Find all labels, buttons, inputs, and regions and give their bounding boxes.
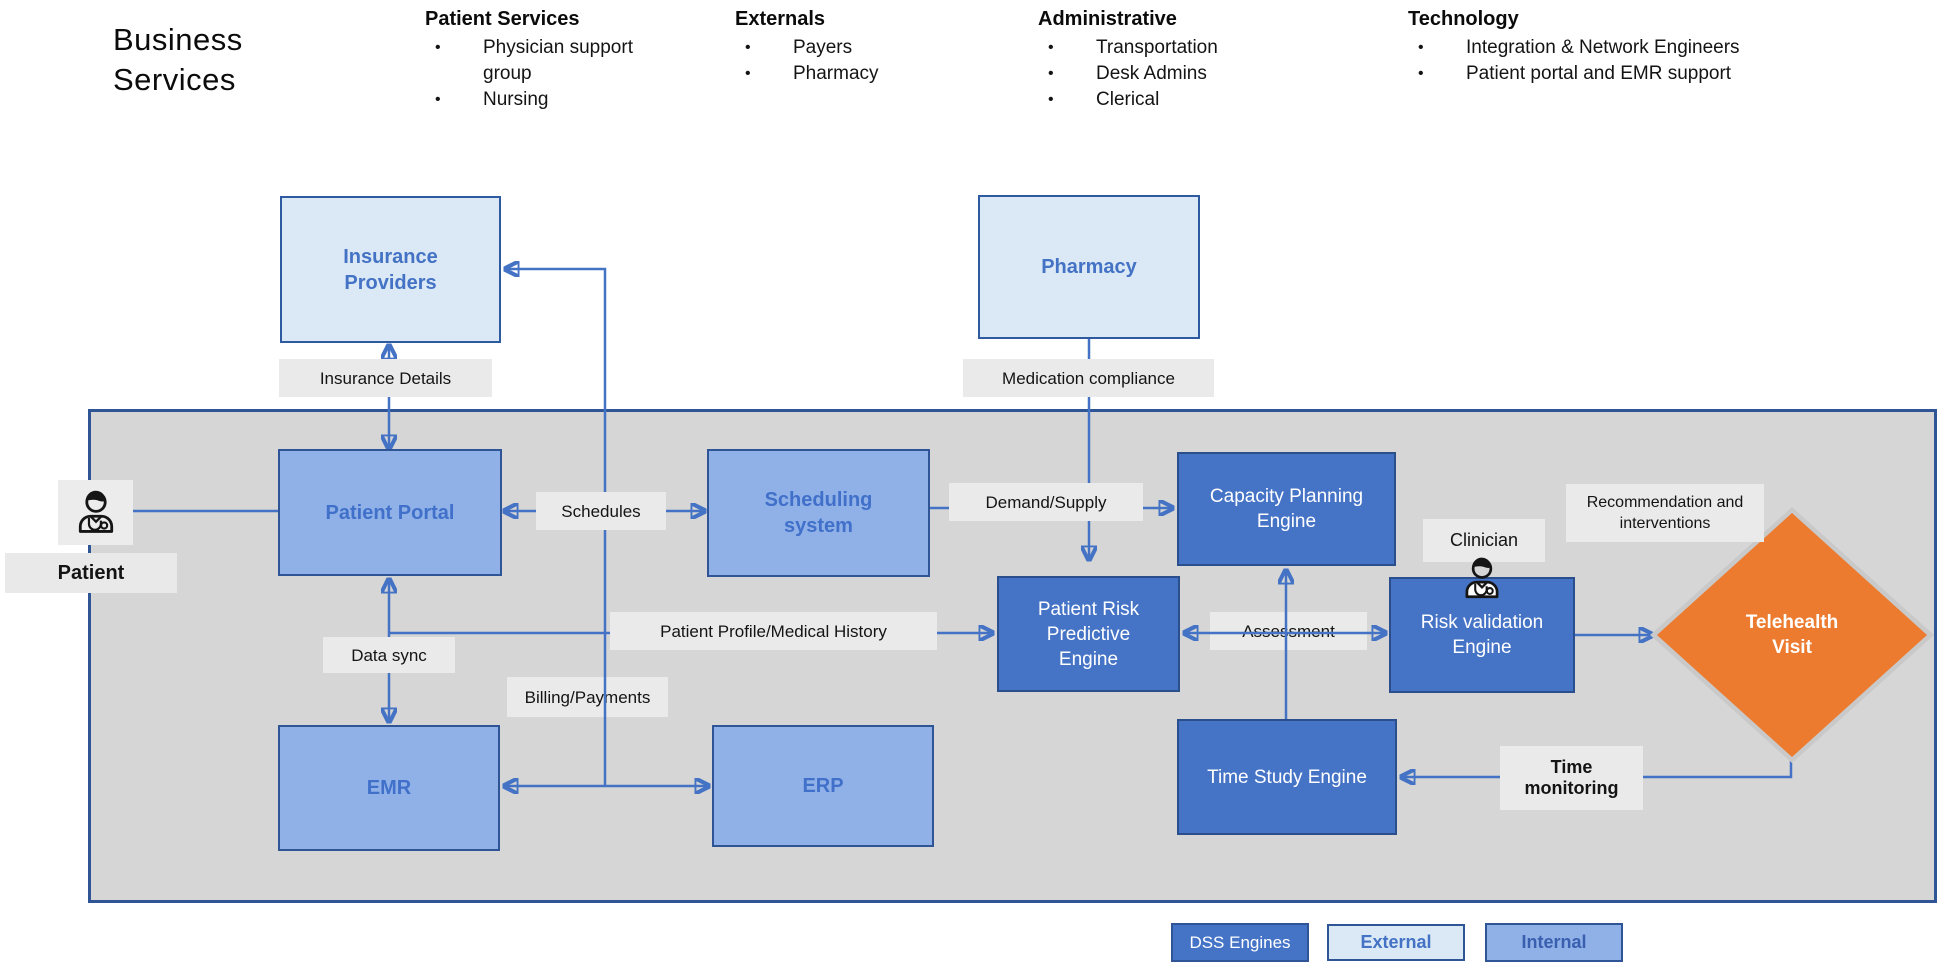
node-erp: ERP xyxy=(712,725,934,847)
flow-label-data-sync: Data sync xyxy=(323,637,455,673)
list-item: • Patient portal and EMR support xyxy=(1408,61,1740,87)
node-capacity-planning-engine: Capacity Planning Engine xyxy=(1177,452,1396,566)
bullet-icon: • xyxy=(1048,39,1054,56)
bullet-icon: • xyxy=(1048,65,1054,82)
patient-label: Patient xyxy=(5,553,177,593)
node-patient-risk-predictive-engine: Patient Risk Predictive Engine xyxy=(997,576,1180,692)
node-pharmacy: Pharmacy xyxy=(978,195,1200,339)
flow-label-insurance-details: Insurance Details xyxy=(279,359,492,397)
node-scheduling-system: Scheduling system xyxy=(707,449,930,577)
node-patient-portal: Patient Portal xyxy=(278,449,502,576)
bullet-icon: • xyxy=(745,39,751,56)
node-time-study-engine: Time Study Engine xyxy=(1177,719,1397,835)
clinician-icon xyxy=(1465,557,1499,599)
bullet-icon: • xyxy=(1418,39,1424,56)
list-item: • Desk Admins xyxy=(1038,61,1218,87)
list-item: • Pharmacy xyxy=(735,61,879,87)
header-group-patient-services: Patient Services • Physician support gro… xyxy=(425,8,658,113)
group-title: Administrative xyxy=(1038,8,1177,30)
list-item: • Integration & Network Engineers xyxy=(1408,35,1740,61)
header-group-externals: Externals • Payers • Pharmacy xyxy=(735,8,879,87)
node-insurance-providers: Insurance Providers xyxy=(280,196,501,343)
flow-label-demand-supply: Demand/Supply xyxy=(949,483,1143,521)
flow-label-recommendation: Recommendation and interventions xyxy=(1566,484,1764,542)
list-item: • Payers xyxy=(735,35,879,61)
legend-internal: Internal xyxy=(1485,923,1623,962)
group-title: Externals xyxy=(735,8,826,30)
flow-label-time-monitoring: Time monitoring xyxy=(1500,746,1643,810)
bullet-icon: • xyxy=(435,91,441,108)
bullet-icon: • xyxy=(1418,65,1424,82)
node-emr: EMR xyxy=(278,725,500,851)
flow-label-medication-compliance: Medication compliance xyxy=(963,359,1214,397)
group-title: Patient Services xyxy=(425,8,580,30)
bullet-icon: • xyxy=(1048,91,1054,108)
bullet-icon: • xyxy=(745,65,751,82)
bullet-icon: • xyxy=(435,39,441,56)
header-group-technology: Technology • Integration & Network Engin… xyxy=(1408,8,1740,87)
clinician-label: Clinician xyxy=(1423,519,1545,562)
flow-label-patient-profile: Patient Profile/Medical History xyxy=(610,612,937,650)
flow-label-schedules: Schedules xyxy=(536,492,666,530)
page-title: Business Services xyxy=(113,22,243,97)
legend-external: External xyxy=(1327,924,1465,961)
legend-dss-engines: DSS Engines xyxy=(1171,923,1309,962)
patient-avatar-box xyxy=(58,480,133,545)
list-item: • Transportation xyxy=(1038,35,1218,61)
flow-label-billing-payments: Billing/Payments xyxy=(507,677,668,717)
header-group-administrative: Administrative • Transportation • Desk A… xyxy=(1038,8,1218,113)
group-title: Technology xyxy=(1408,8,1519,30)
patient-icon xyxy=(78,490,113,533)
list-item: • Nursing xyxy=(425,87,658,113)
list-item: • Clerical xyxy=(1038,87,1218,113)
list-item: • Physician support group xyxy=(425,35,658,87)
